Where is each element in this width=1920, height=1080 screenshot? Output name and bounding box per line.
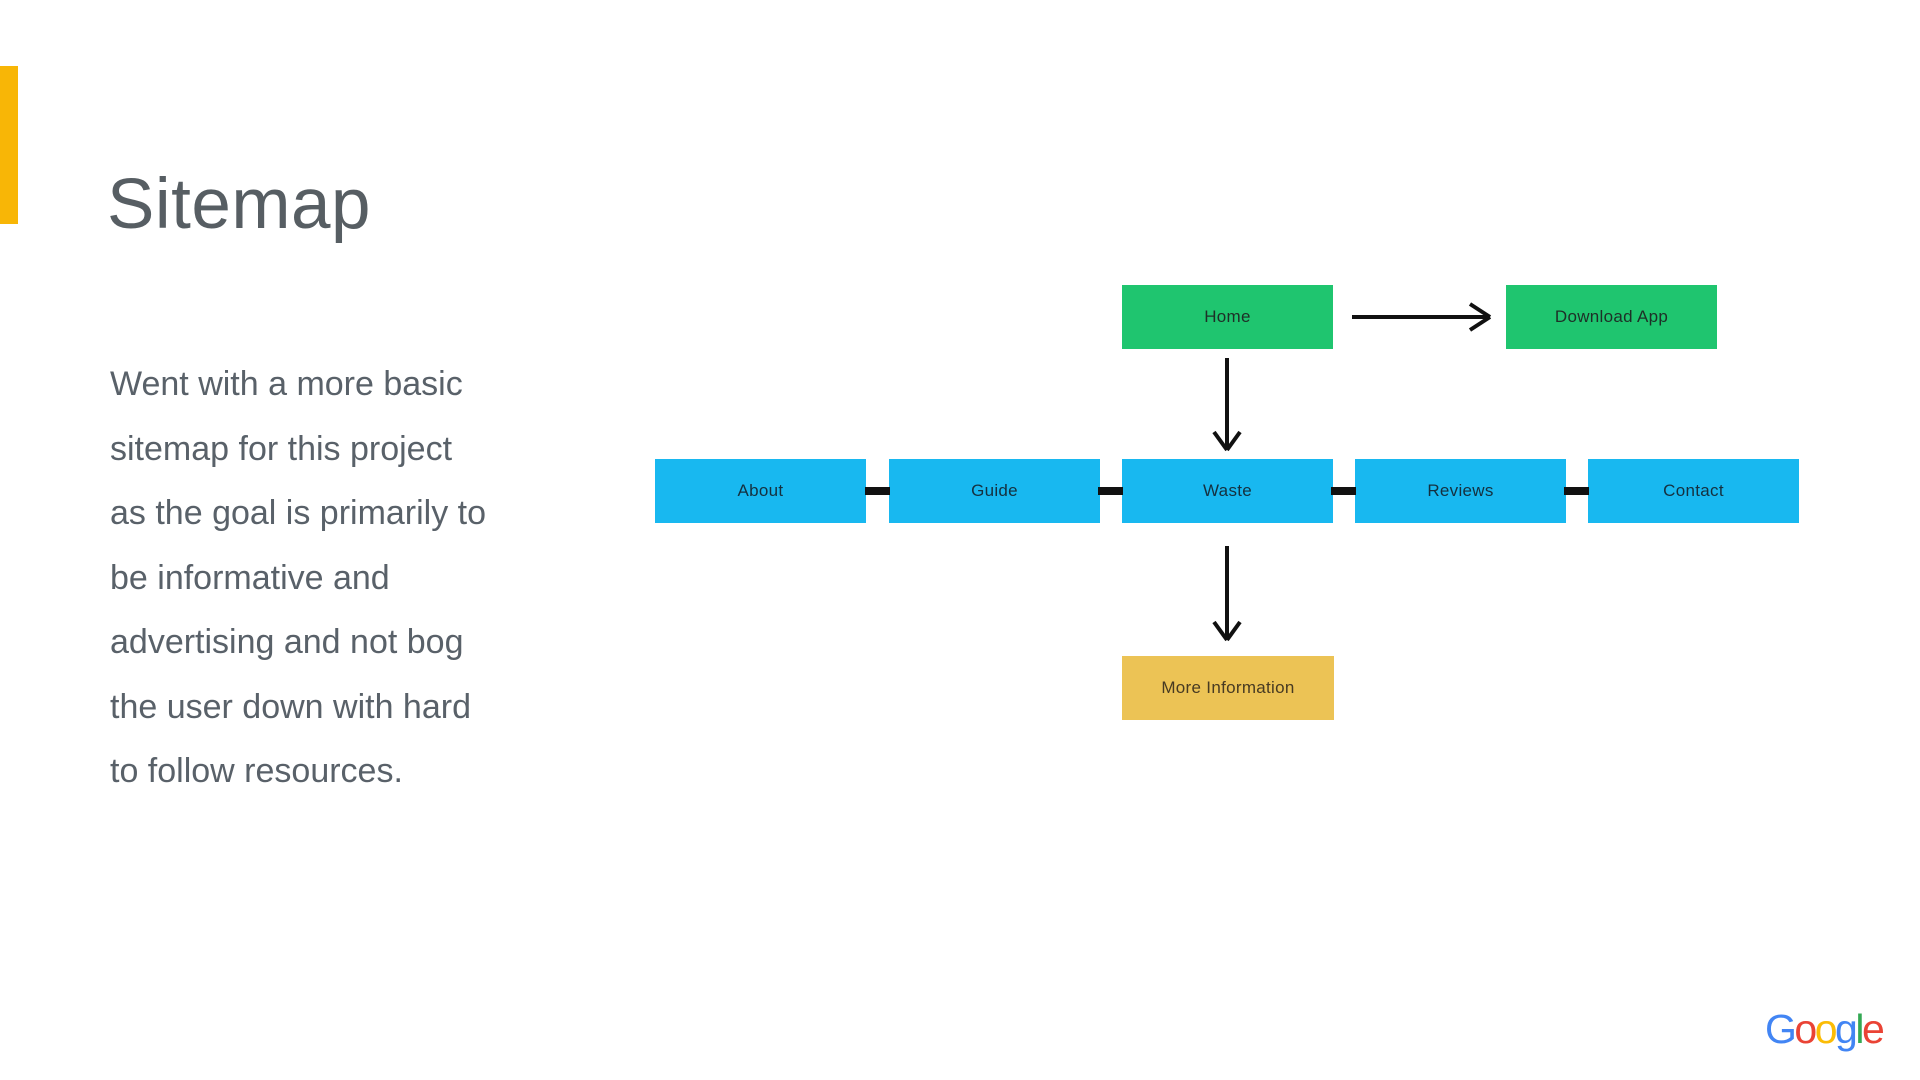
- connector-waste-reviews: [1331, 487, 1356, 495]
- body-paragraph: Went with a more basic sitemap for this …: [110, 365, 487, 790]
- google-logo-letter: o: [1794, 1006, 1817, 1052]
- node-label: Reviews: [1427, 481, 1494, 500]
- accent-bar: [0, 66, 18, 224]
- google-logo-letter: e: [1861, 1006, 1885, 1052]
- sitemap-node-home: Home: [1122, 285, 1333, 349]
- connector-guide-waste: [1098, 487, 1123, 495]
- arrow-home-to-download-app-icon: [1350, 300, 1498, 339]
- arrow-home-to-waste-icon: [1209, 356, 1245, 459]
- sitemap-node-reviews: Reviews: [1355, 459, 1566, 523]
- google-logo-letter: G: [1765, 1006, 1797, 1052]
- google-logo-letter: l: [1855, 1006, 1864, 1052]
- node-label: More Information: [1161, 678, 1295, 697]
- sitemap-node-waste: Waste: [1122, 459, 1333, 523]
- sitemap-node-about: About: [655, 459, 866, 523]
- connector-reviews-contact: [1564, 487, 1589, 495]
- node-label: Guide: [971, 481, 1018, 500]
- node-label: Waste: [1202, 481, 1253, 500]
- google-logo-letter: o: [1814, 1006, 1838, 1052]
- page-title: Sitemap: [107, 164, 371, 244]
- node-label: Home: [1204, 307, 1251, 326]
- google-logo: Google: [1765, 1006, 1885, 1053]
- sitemap-node-contact: Contact: [1588, 459, 1799, 523]
- node-label: Download App: [1554, 307, 1669, 326]
- google-logo-letter: g: [1835, 1006, 1858, 1052]
- sitemap-node-more-information: More Information: [1122, 656, 1334, 720]
- connector-about-guide: [865, 487, 890, 495]
- node-label: Contact: [1663, 481, 1724, 500]
- node-label: About: [737, 481, 784, 500]
- sitemap-node-guide: Guide: [889, 459, 1100, 523]
- arrow-waste-to-more-information-icon: [1209, 544, 1245, 649]
- sitemap-node-download-app: Download App: [1506, 285, 1717, 349]
